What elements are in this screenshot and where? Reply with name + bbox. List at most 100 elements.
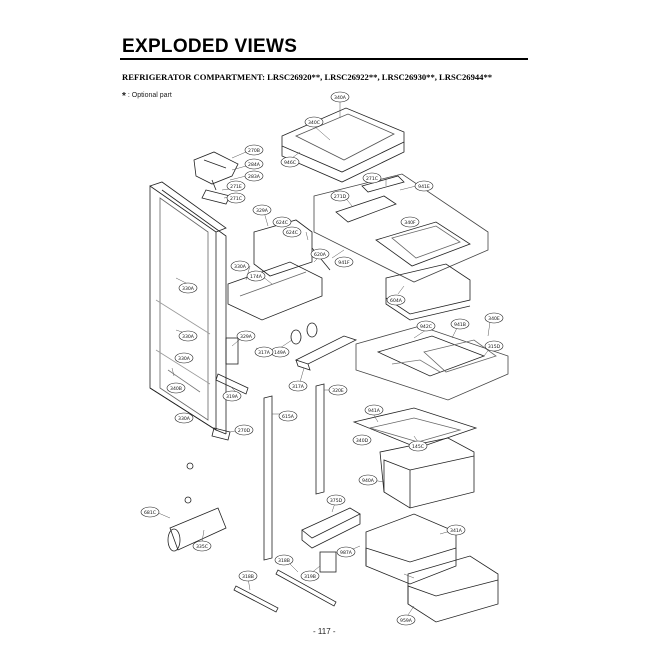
optional-part-marker: * (122, 91, 126, 102)
callout: 330A (230, 260, 250, 272)
callout: 319B (300, 570, 320, 582)
callout: 620A (310, 248, 330, 260)
callout: 340D (352, 434, 372, 446)
callout: 340A (330, 91, 350, 103)
callout-text: 340F (404, 220, 416, 226)
callout-text: 317A (292, 384, 305, 390)
callout: 330A (174, 352, 194, 364)
callout-text: 987A (340, 550, 353, 556)
callout-text: 319B (304, 574, 316, 580)
callout: 341A (446, 524, 466, 536)
callout: 615A (278, 410, 298, 422)
callout-labels: 340A 340C 946C 270B 284A 283A 271E 271C … (140, 91, 504, 626)
callout: 283A (244, 170, 264, 182)
callout: 317A (254, 346, 274, 358)
callout: 271D (330, 190, 350, 202)
callout: 174A (246, 270, 266, 282)
light-cover-part (294, 335, 358, 371)
callout: 145C (408, 440, 428, 452)
callout-text: 330A (182, 334, 195, 340)
section-subtitle: REFRIGERATOR COMPARTMENT: LRSC26920**, L… (122, 72, 493, 82)
callout: 271C (362, 172, 382, 184)
callout-text: 330A (178, 356, 191, 362)
optional-part-label: : Optional part (127, 92, 172, 99)
callout: 284A (244, 158, 264, 170)
callout: 330A (174, 412, 194, 424)
callout-text: 329A (256, 208, 269, 214)
callout-text: 604A (390, 298, 403, 304)
callout: 329A (236, 330, 256, 342)
callout-text: 320E (332, 388, 344, 394)
callout-text: 145C (412, 444, 424, 450)
callout: 987A (336, 546, 356, 558)
callout-text: 620A (314, 252, 327, 258)
middle-shelf-assembly-part (313, 173, 489, 283)
title-underline (120, 58, 528, 60)
callout-text: 624C (286, 230, 298, 236)
top-shelf-part (281, 107, 405, 183)
callout-text: 341A (450, 528, 463, 534)
callout-text: 941E (418, 184, 430, 190)
callout-text: 942C (420, 324, 432, 330)
cabinet-liner (149, 181, 227, 435)
callout: 942C (416, 320, 436, 332)
callout: 941A (364, 404, 384, 416)
callout-text: 283A (248, 174, 261, 180)
water-filter-part (167, 507, 227, 552)
callout-text: 340D (356, 438, 369, 444)
callout: 318B (238, 570, 258, 582)
callout-text: 340B (170, 386, 182, 392)
callout-text: 335C (196, 544, 208, 550)
callout-text: 946C (284, 160, 296, 166)
crisper-drawer-part (352, 407, 478, 509)
callout-text: 681C (144, 510, 156, 516)
callout: 959A (396, 614, 416, 626)
callout-text: 375D (330, 498, 343, 504)
callout-text: 271D (334, 194, 347, 200)
callout: 941E (414, 180, 434, 192)
callout: 315D (484, 340, 504, 352)
callout-text: 174A (250, 274, 263, 280)
callout: 375D (326, 494, 346, 506)
callout-text: 940A (362, 478, 375, 484)
callout: 270D (234, 424, 254, 436)
leader-lines (155, 102, 491, 619)
callout-text: 284A (248, 162, 261, 168)
callout: 271C (226, 192, 246, 204)
callout-text: 959A (400, 618, 413, 624)
page-number: - 117 - (313, 627, 336, 636)
callout-text: 270B (248, 148, 260, 154)
callout-text: 270D (238, 428, 251, 434)
callout: 624C (272, 216, 292, 228)
callout-text: 624C (276, 220, 288, 226)
callout: 604A (386, 294, 406, 306)
control-housing-part (227, 219, 331, 321)
callout-text: 330A (182, 286, 195, 292)
upper-drawer-part (385, 263, 471, 321)
callout-text: 329A (240, 334, 253, 340)
callout: 270B (244, 144, 264, 156)
callout-text: 330A (178, 416, 191, 422)
callout-text: 318B (242, 574, 254, 580)
callout: 681C (140, 506, 160, 518)
drawer-slide-part (233, 569, 337, 613)
callout-text: 615A (282, 414, 295, 420)
lower-shelf-assembly-part (355, 325, 509, 401)
callout-text: 271C (230, 196, 242, 202)
callout: 941B (450, 318, 470, 330)
callout-text: 340C (308, 120, 320, 126)
lamp-bulb-part (290, 322, 318, 345)
callout: 320E (328, 384, 348, 396)
callout: 271E (226, 180, 246, 192)
callout: 330A (178, 330, 198, 342)
deli-drawer-part (365, 513, 499, 623)
dispenser-bracket-part (193, 151, 239, 205)
optional-part-note: * : Optional part (122, 91, 172, 102)
callout-text: 941F (338, 260, 350, 266)
callout: 340B (166, 382, 186, 394)
callout-text: 941B (454, 322, 466, 328)
callout: 340F (400, 216, 420, 228)
callout-text: 319A (226, 394, 239, 400)
callout-text: 330A (234, 264, 247, 270)
